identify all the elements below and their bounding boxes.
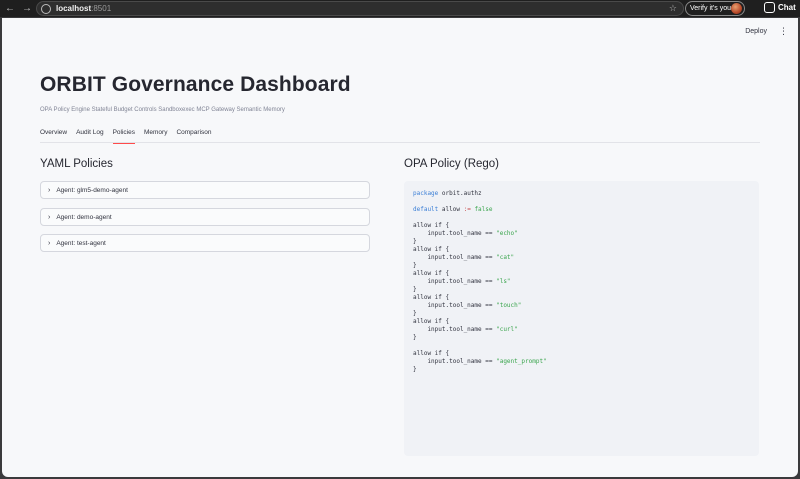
agent-expander-label: Agent: demo-agent (56, 213, 112, 221)
code-line: input.tool_name == "agent_prompt" (413, 358, 759, 366)
agent-expander[interactable]: › Agent: demo-agent (40, 208, 370, 226)
code-line: } (413, 286, 417, 293)
address-bar[interactable]: localhost :8501 ☆ (36, 1, 684, 16)
code-line: input.tool_name == "cat" (413, 254, 759, 262)
back-icon[interactable]: ← (5, 3, 15, 14)
agent-expander-label: Agent: test-agent (56, 239, 106, 247)
code-string: "echo" (496, 230, 518, 237)
url-port: :8501 (91, 4, 112, 13)
code-keyword: package (413, 190, 439, 197)
agent-expander[interactable]: › Agent: test-agent (40, 234, 370, 252)
code-keyword: default (413, 206, 439, 213)
tab-overview[interactable]: Overview (40, 129, 68, 136)
chevron-right-icon: › (48, 239, 51, 247)
agent-expander[interactable]: › Agent: glm5-demo-agent (40, 181, 370, 199)
code-string: "cat" (496, 254, 515, 261)
code-line: input.tool_name == "echo" (413, 230, 759, 238)
code-string: "curl" (496, 326, 518, 333)
code-string: "ls" (496, 278, 511, 285)
code-line: input.tool_name == "curl" (413, 326, 759, 334)
chat-label: Chat (778, 3, 796, 12)
code-text: input.tool_name == (413, 278, 497, 285)
code-string: "agent_prompt" (496, 358, 547, 365)
code-line: allow if { (413, 222, 450, 229)
code-text: input.tool_name == (413, 326, 497, 333)
chevron-right-icon: › (48, 186, 51, 194)
page-title: ORBIT Governance Dashboard (40, 73, 351, 96)
main-menu-icon[interactable]: ⋮ (779, 26, 788, 36)
chat-button[interactable]: Chat (764, 2, 796, 13)
code-line: default allow := false (413, 206, 759, 214)
code-line-blank (413, 198, 759, 206)
code-line: allow if { (413, 294, 450, 301)
code-line: } (413, 310, 417, 317)
verify-profile-button[interactable]: Verify it's you (685, 1, 745, 16)
code-line: } (413, 366, 417, 373)
code-text: input.tool_name == (413, 302, 497, 309)
code-string: "touch" (496, 302, 522, 309)
opa-policy-heading: OPA Policy (Rego) (404, 158, 500, 170)
code-line: input.tool_name == "ls" (413, 278, 759, 286)
tab-comparison[interactable]: Comparison (176, 129, 212, 136)
code-line: allow if { (413, 350, 450, 357)
code-line-blank (413, 342, 759, 350)
code-line: allow if { (413, 318, 450, 325)
code-line: } (413, 262, 417, 269)
code-text: input.tool_name == (413, 230, 497, 237)
code-line: allow if { (413, 246, 450, 253)
tab-audit-log[interactable]: Audit Log (76, 129, 104, 136)
code-line-blank (413, 214, 759, 222)
rego-code-block: package orbit.authz default allow := fal… (404, 181, 759, 456)
chat-logo-icon (764, 2, 775, 13)
code-line: package orbit.authz (413, 190, 759, 198)
code-operator: := (463, 206, 471, 213)
tab-memory[interactable]: Memory (143, 129, 168, 136)
page-subtitle: OPA Policy Engine Stateful Budget Contro… (40, 107, 285, 113)
tab-bar: Overview Audit Log Policies Memory Compa… (40, 129, 760, 144)
browser-toolbar: ← → ↻ localhost :8501 ☆ Verify it's you … (0, 0, 800, 17)
chevron-right-icon: › (48, 213, 51, 221)
app-topbar: Deploy ⋮ (745, 27, 788, 36)
url-host: localhost (56, 4, 92, 13)
code-text: input.tool_name == (413, 358, 497, 365)
code-line: allow if { (413, 270, 450, 277)
verify-label: Verify it's you (690, 5, 732, 12)
yaml-policies-heading: YAML Policies (40, 158, 113, 170)
code-line: } (413, 334, 417, 341)
tab-policies[interactable]: Policies (112, 129, 136, 144)
code-line: } (413, 238, 417, 245)
code-text: allow (438, 206, 464, 213)
avatar (731, 3, 742, 14)
code-line: input.tool_name == "touch" (413, 302, 759, 310)
site-info-icon[interactable] (41, 3, 51, 14)
code-text: input.tool_name == (413, 254, 497, 261)
agent-expander-label: Agent: glm5-demo-agent (56, 186, 128, 194)
code-literal: false (470, 206, 493, 213)
app-viewport: Deploy ⋮ ORBIT Governance Dashboard OPA … (2, 18, 798, 477)
deploy-button[interactable]: Deploy (745, 28, 767, 35)
code-text: orbit.authz (438, 190, 482, 197)
bookmark-star-icon[interactable]: ☆ (668, 3, 677, 13)
forward-icon[interactable]: → (22, 3, 32, 14)
